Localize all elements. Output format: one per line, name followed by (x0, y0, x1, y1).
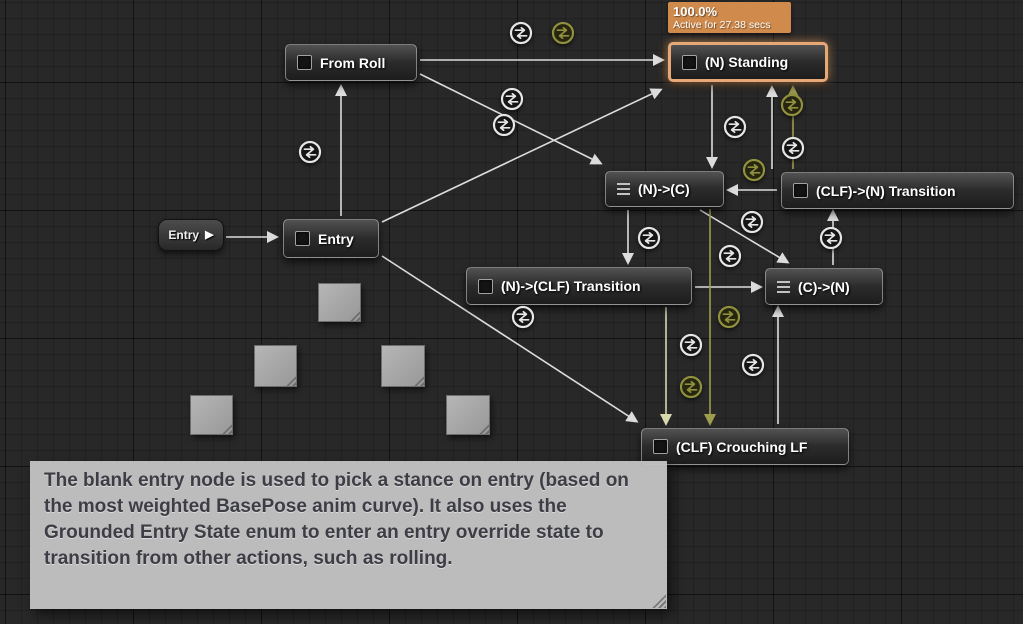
state-node-entry[interactable]: Entry (283, 219, 379, 258)
transition-rule-icon[interactable] (819, 226, 843, 250)
state-icon (297, 55, 312, 70)
transition-rule-icon[interactable] (679, 333, 703, 357)
transition-rule-icon[interactable] (780, 93, 804, 117)
state-node-clf-crouching-lf[interactable]: (CLF) Crouching LF (641, 428, 849, 465)
node-label: (CLF)->(N) Transition (816, 182, 956, 199)
state-node-clf-to-n-transition[interactable]: (CLF)->(N) Transition (781, 172, 1014, 209)
active-percentage: 100.0% (673, 4, 718, 19)
thumbnail-placeholder[interactable] (318, 283, 361, 322)
transition-rule-icon[interactable] (718, 244, 742, 268)
play-icon: ▶ (205, 228, 214, 241)
resize-grip-icon[interactable] (652, 594, 666, 608)
state-icon (653, 439, 668, 454)
transition-rule-icon[interactable] (511, 305, 535, 329)
entry-marker-label: Entry (168, 228, 200, 242)
state-node-c-to-n[interactable]: (C)->(N) (765, 268, 883, 305)
transition-rule-icon[interactable] (717, 305, 741, 329)
transition-rule-icon[interactable] (741, 353, 765, 377)
state-icon (682, 54, 697, 70)
transition-rule-icon[interactable] (742, 158, 766, 182)
node-label: (C)->(N) (798, 278, 850, 295)
conduit-icon (777, 280, 790, 293)
transition-rule-icon[interactable] (500, 87, 524, 111)
node-label: Entry (318, 230, 354, 247)
entry-marker[interactable]: Entry ▶ (158, 219, 224, 251)
thumbnail-placeholder[interactable] (190, 395, 233, 435)
active-state-tooltip: 100.0% Active for 27.38 secs (668, 2, 791, 33)
transition-rule-icon[interactable] (723, 115, 747, 139)
transition-rule-icon[interactable] (298, 140, 322, 164)
transition-rule-icon[interactable] (781, 136, 805, 160)
state-node-n-standing[interactable]: (N) Standing (668, 42, 828, 82)
node-label: (CLF) Crouching LF (676, 438, 808, 455)
transition-rule-icon[interactable] (551, 21, 575, 45)
state-icon (793, 183, 808, 198)
transition-rule-icon[interactable] (740, 210, 764, 234)
transition-rule-icon[interactable] (637, 226, 661, 250)
node-label: From Roll (320, 54, 386, 71)
thumbnail-placeholder[interactable] (254, 345, 297, 387)
state-icon (295, 231, 310, 246)
comment-text: The blank entry node is used to pick a s… (44, 470, 629, 569)
node-label: (N) Standing (705, 54, 789, 70)
active-duration: Active for 27.38 secs (673, 19, 771, 31)
transition-rule-icon[interactable] (679, 375, 703, 399)
comment-box[interactable]: The blank entry node is used to pick a s… (30, 461, 667, 609)
transition-rule-icon[interactable] (492, 113, 516, 137)
transition-rule-icon[interactable] (509, 21, 533, 45)
state-node-from-roll[interactable]: From Roll (285, 44, 417, 81)
